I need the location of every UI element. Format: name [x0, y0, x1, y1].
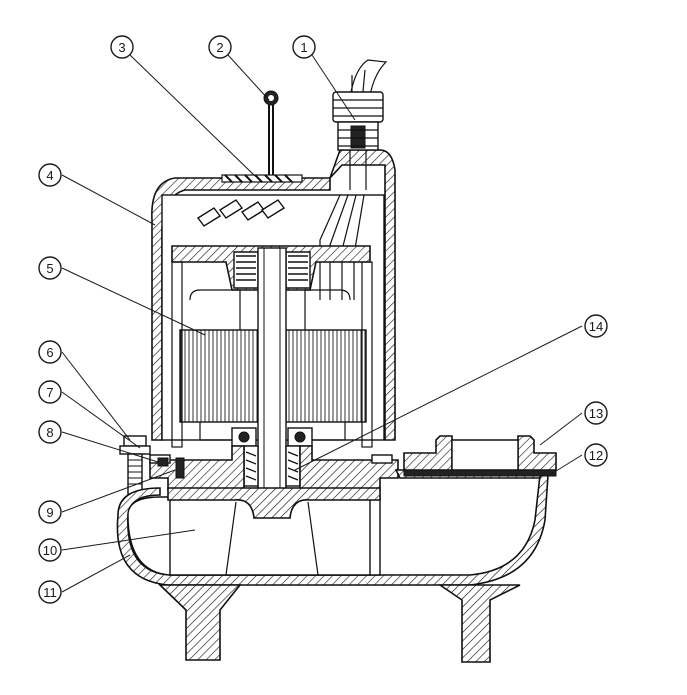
callout-2: 2 [208, 35, 232, 59]
svg-text:1: 1 [300, 40, 307, 55]
leader-lines [61, 54, 583, 593]
callout-1: 1 [292, 35, 316, 59]
impeller [167, 487, 381, 576]
svg-text:4: 4 [46, 168, 53, 183]
callout-14: 14 [584, 314, 608, 338]
svg-text:5: 5 [46, 261, 53, 276]
callout-13: 13 [584, 401, 608, 425]
svg-text:8: 8 [46, 425, 53, 440]
wire-connectors [196, 194, 365, 300]
callout-12: 12 [584, 443, 608, 467]
cable-gland [332, 91, 384, 190]
pump-feet [158, 584, 521, 663]
mechanical-seal [243, 445, 301, 487]
callout-10: 10 [38, 538, 62, 562]
callout-5: 5 [38, 256, 62, 280]
svg-text:12: 12 [589, 448, 603, 463]
stator-windings [171, 261, 373, 448]
callout-8: 8 [38, 420, 62, 444]
svg-text:2: 2 [216, 40, 223, 55]
name-plate [221, 174, 303, 183]
lifting-rod [263, 90, 279, 178]
svg-text:14: 14 [589, 319, 603, 334]
lower-bearing [231, 427, 313, 447]
svg-text:13: 13 [589, 406, 603, 421]
callout-9: 9 [38, 500, 62, 524]
svg-text:3: 3 [118, 40, 125, 55]
motor-shaft [257, 247, 287, 521]
callout-7: 7 [38, 380, 62, 404]
callout-4: 4 [38, 163, 62, 187]
svg-text:10: 10 [43, 543, 57, 558]
callout-3: 3 [110, 35, 134, 59]
callout-6: 6 [38, 340, 62, 364]
svg-text:11: 11 [43, 585, 57, 600]
discharge-flange [403, 435, 557, 477]
callout-11: 11 [38, 580, 62, 604]
svg-text:9: 9 [46, 505, 53, 520]
seal-plate [149, 445, 399, 491]
svg-text:6: 6 [46, 345, 53, 360]
svg-text:7: 7 [46, 385, 53, 400]
